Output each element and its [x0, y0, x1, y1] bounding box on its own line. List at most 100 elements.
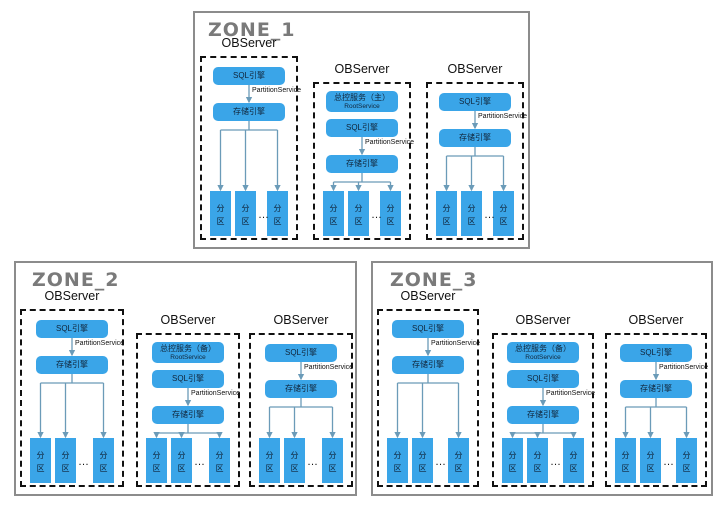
sql-engine-block: SQL引擎	[265, 344, 337, 362]
partition-label-bottom: 区	[393, 464, 402, 473]
partition-block: 分区	[171, 438, 192, 483]
sql-engine-block: SQL引擎	[439, 93, 511, 111]
partition-label-top: 分	[393, 451, 402, 460]
partition-ellipsis: …	[550, 456, 562, 468]
partition-label-bottom: 区	[152, 464, 161, 473]
root-service-subtitle: RootService	[344, 103, 380, 110]
partition-label-top: 分	[418, 451, 427, 460]
server-label: OBServer	[628, 313, 684, 327]
zone-title: ZONE_2	[32, 269, 120, 291]
partition-label-top: 分	[533, 451, 542, 460]
partition-block: 分区	[448, 438, 469, 483]
partition-label-top: 分	[442, 204, 451, 213]
partition-label-bottom: 区	[533, 464, 542, 473]
partition-label-bottom: 区	[467, 217, 476, 226]
root-service-subtitle: RootService	[525, 354, 561, 361]
partition-label-bottom: 区	[61, 464, 70, 473]
partition-block: 分区	[348, 191, 369, 236]
partition-block: 分区	[412, 438, 433, 483]
partition-label-top: 分	[328, 451, 337, 460]
partition-label-top: 分	[273, 204, 282, 213]
partition-block: 分区	[210, 191, 231, 236]
partition-label-bottom: 区	[177, 464, 186, 473]
partition-service-label: PartitionService	[75, 340, 125, 347]
storage-engine-block: 存储引擎	[152, 406, 224, 424]
sql-engine-block: SQL引擎	[152, 370, 224, 388]
server-label: OBServer	[44, 289, 100, 303]
partition-block: 分区	[387, 438, 408, 483]
partition-label-top: 分	[508, 451, 517, 460]
storage-engine-block: 存储引擎	[326, 155, 398, 173]
partition-label-top: 分	[290, 451, 299, 460]
storage-engine-block: 存储引擎	[507, 406, 579, 424]
partition-block: 分区	[676, 438, 697, 483]
partition-label-top: 分	[354, 204, 363, 213]
partition-label-top: 分	[329, 204, 338, 213]
partition-block: 分区	[640, 438, 661, 483]
partition-label-bottom: 区	[386, 217, 395, 226]
partition-label-bottom: 区	[354, 217, 363, 226]
partition-label-bottom: 区	[621, 464, 630, 473]
partition-label-top: 分	[265, 451, 274, 460]
partition-block: 分区	[267, 191, 288, 236]
partition-block: 分区	[563, 438, 584, 483]
partition-block: 分区	[493, 191, 514, 236]
partition-label-top: 分	[216, 204, 225, 213]
storage-engine-block: 存储引擎	[620, 380, 692, 398]
partition-service-label: PartitionService	[478, 113, 528, 120]
partition-label-top: 分	[99, 451, 108, 460]
partition-service-label: PartitionService	[191, 390, 241, 397]
partition-label-top: 分	[621, 451, 630, 460]
partition-label-top: 分	[454, 451, 463, 460]
partition-label-top: 分	[36, 451, 45, 460]
zone-title: ZONE_1	[208, 19, 296, 41]
partition-block: 分区	[55, 438, 76, 483]
partition-label-bottom: 区	[215, 464, 224, 473]
partition-ellipsis: …	[435, 456, 447, 468]
server-label: OBServer	[334, 62, 390, 76]
observer-box	[20, 309, 124, 487]
server-label: OBServer	[221, 36, 277, 50]
observer-box	[426, 82, 524, 240]
partition-service-label: PartitionService	[546, 390, 596, 397]
partition-label-bottom: 区	[682, 464, 691, 473]
root-service-subtitle: RootService	[170, 354, 206, 361]
root-service-title: 总控服务（备）	[160, 344, 216, 353]
partition-block: 分区	[461, 191, 482, 236]
partition-block: 分区	[30, 438, 51, 483]
partition-label-bottom: 区	[36, 464, 45, 473]
partition-block: 分区	[209, 438, 230, 483]
root-service-block: 总控服务（主）RootService	[326, 91, 398, 112]
sql-engine-block: SQL引擎	[213, 67, 285, 85]
partition-service-label: PartitionService	[659, 364, 709, 371]
server-label: OBServer	[160, 313, 216, 327]
partition-label-bottom: 区	[499, 217, 508, 226]
partition-label-bottom: 区	[99, 464, 108, 473]
observer-box	[605, 333, 707, 487]
storage-engine-block: 存储引擎	[439, 129, 511, 147]
root-service-title: 总控服务（备）	[515, 344, 571, 353]
partition-ellipsis: …	[78, 456, 90, 468]
partition-ellipsis: …	[371, 209, 383, 221]
partition-label-bottom: 区	[418, 464, 427, 473]
sql-engine-block: SQL引擎	[326, 119, 398, 137]
sql-engine-block: SQL引擎	[620, 344, 692, 362]
partition-label-top: 分	[241, 204, 250, 213]
storage-engine-block: 存储引擎	[36, 356, 108, 374]
partition-block: 分区	[527, 438, 548, 483]
observer-box	[377, 309, 479, 487]
partition-label-bottom: 区	[273, 217, 282, 226]
partition-label-bottom: 区	[442, 217, 451, 226]
partition-label-top: 分	[215, 451, 224, 460]
partition-ellipsis: …	[663, 456, 675, 468]
partition-label-top: 分	[386, 204, 395, 213]
partition-label-top: 分	[467, 204, 476, 213]
root-service-title: 总控服务（主）	[334, 93, 390, 102]
partition-label-bottom: 区	[454, 464, 463, 473]
partition-label-top: 分	[646, 451, 655, 460]
partition-ellipsis: …	[194, 456, 206, 468]
sql-engine-block: SQL引擎	[392, 320, 464, 338]
partition-label-bottom: 区	[265, 464, 274, 473]
partition-block: 分区	[259, 438, 280, 483]
